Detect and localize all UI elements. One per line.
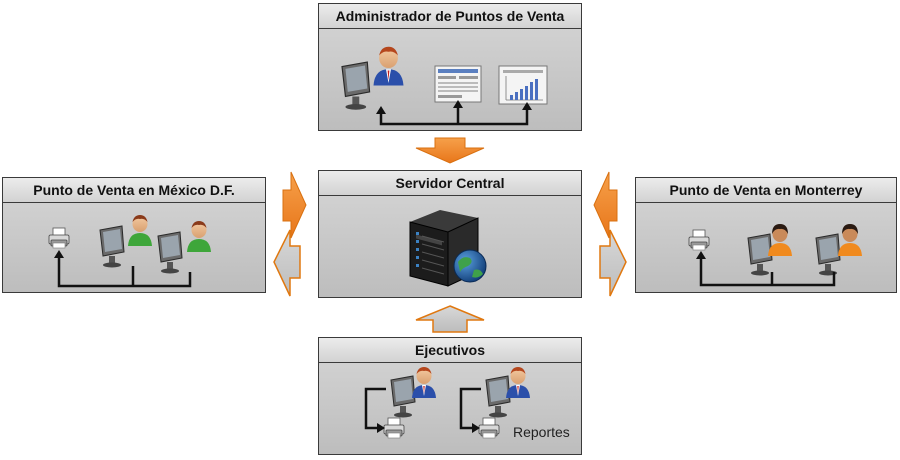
arrow-server-to-monterrey	[599, 229, 627, 297]
arrow-monterrey-to-server	[593, 171, 618, 239]
mexico-panel: Punto de Venta en México D.F.	[2, 177, 266, 293]
arrow-admin-to-server	[415, 137, 485, 164]
server-panel: Servidor Central	[318, 170, 582, 298]
admin-title: Administrador de Puntos de Venta	[319, 4, 581, 29]
arrow-ejecutivos-to-server	[415, 305, 485, 333]
arrow-mexico-to-server	[282, 171, 307, 239]
ejecutivos-panel: Ejecutivos	[318, 337, 582, 455]
monterrey-title: Punto de Venta en Monterrey	[636, 178, 896, 203]
arrow-server-to-mexico	[273, 229, 301, 297]
reportes-label: Reportes	[513, 424, 570, 440]
server-title: Servidor Central	[319, 171, 581, 196]
mexico-title: Punto de Venta en México D.F.	[3, 178, 265, 203]
ejecutivos-title: Ejecutivos	[319, 338, 581, 363]
monterrey-panel: Punto de Venta en Monterrey	[635, 177, 897, 293]
admin-panel: Administrador de Puntos de Venta	[318, 3, 582, 131]
